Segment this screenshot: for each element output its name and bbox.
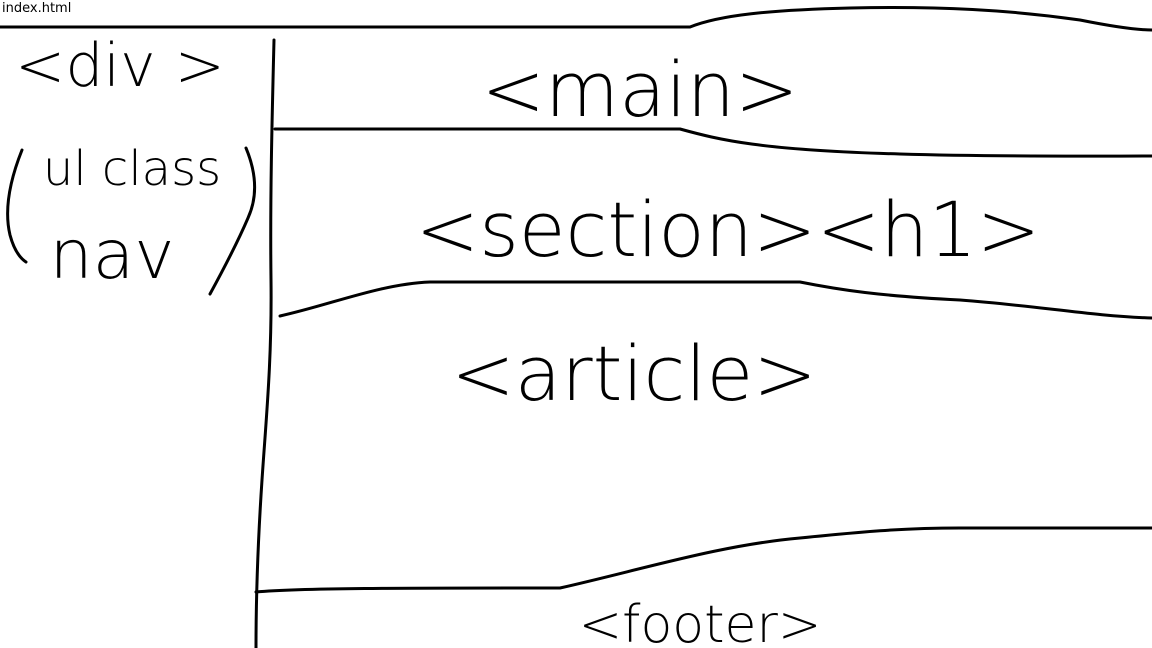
- ul-class-label: ul class: [43, 141, 221, 197]
- left-paren-stroke: [6, 148, 28, 264]
- footer-label: <footer>: [579, 595, 822, 648]
- section-h1-label: <section><h1>: [416, 185, 1041, 274]
- nav-label: nav: [49, 216, 174, 295]
- sidebar-divider-line: [254, 38, 276, 648]
- main-section-divider-line: [273, 127, 1152, 158]
- header-divider-line: [0, 6, 1152, 32]
- section-article-divider-line: [278, 280, 1152, 320]
- file-name-label: index.html: [2, 1, 72, 16]
- article-footer-divider-line: [254, 526, 1152, 594]
- right-paren-stroke: [208, 146, 257, 296]
- main-label: <main>: [481, 45, 798, 134]
- div-label: <div >: [15, 31, 225, 101]
- article-label: <article>: [451, 329, 817, 418]
